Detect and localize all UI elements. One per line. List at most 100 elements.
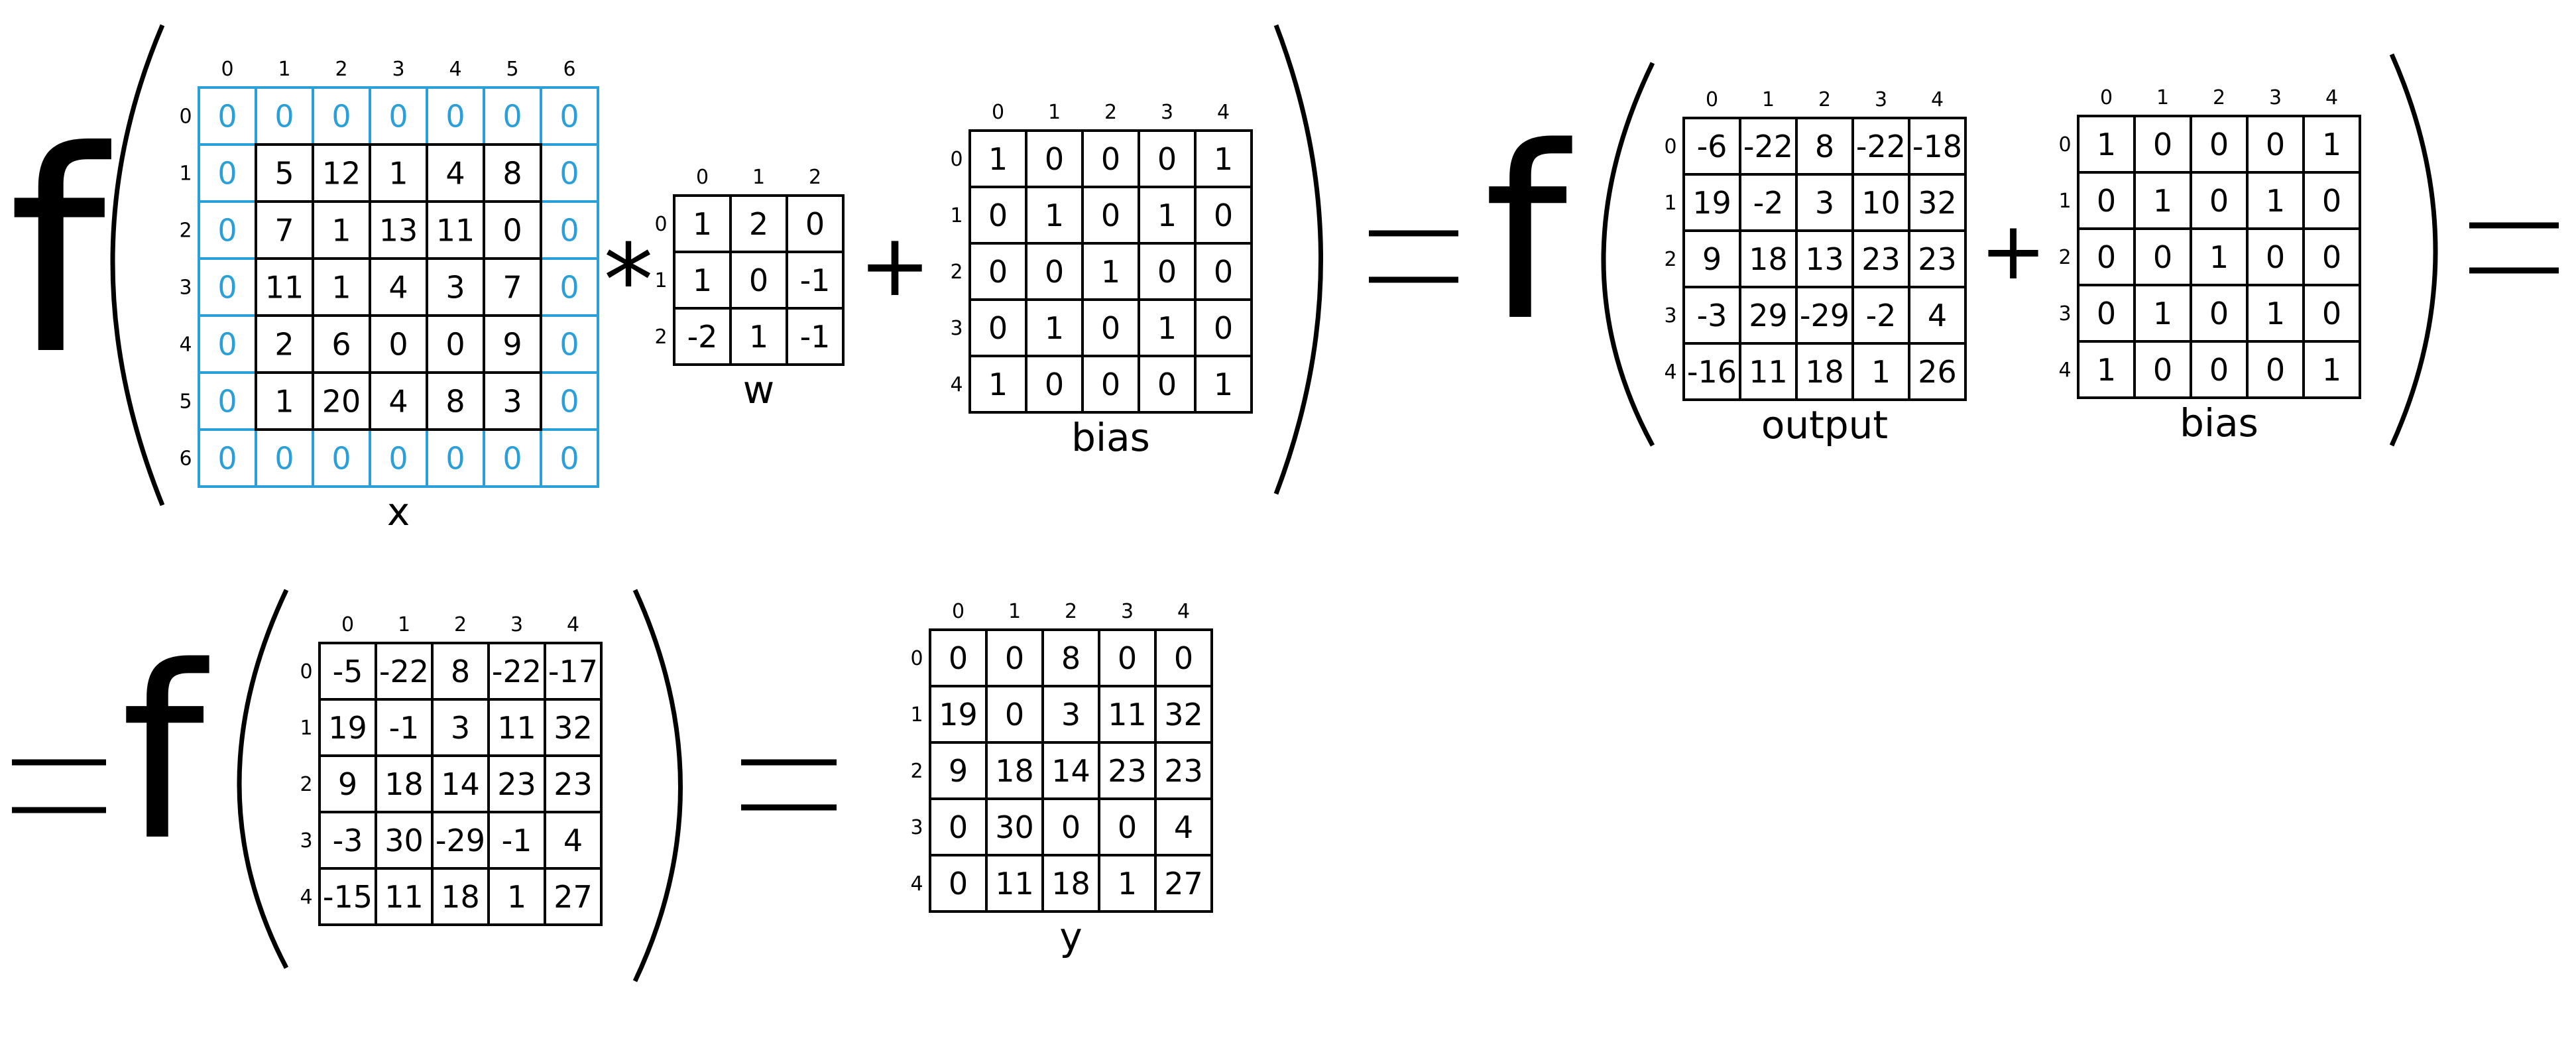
matrix-cell-value: 27 xyxy=(554,879,593,915)
matrix-cell-value: 0 xyxy=(2266,352,2285,388)
matrix-cell-value: 0 xyxy=(445,441,465,477)
matrix-cell-value: 11 xyxy=(384,879,424,915)
matrix-cell-box xyxy=(544,867,603,926)
matrix-cell-value: -1 xyxy=(800,263,831,298)
matrix-cell-value: 0 xyxy=(2209,352,2229,388)
matrix-cell-box xyxy=(1194,355,1253,414)
matrix-cell-value: 1 xyxy=(693,263,712,298)
matrix-cell-value: -15 xyxy=(323,879,373,915)
row-index-label: 3 xyxy=(950,317,963,340)
row-index-label: 2 xyxy=(654,325,667,349)
matrix-cell-value: 0 xyxy=(217,384,237,420)
matrix-cell-value: 23 xyxy=(1164,753,1203,789)
matrix-cell-value: 0 xyxy=(217,156,237,192)
column-index-label: 4 xyxy=(1217,101,1230,124)
matrix-cell-value: 1 xyxy=(988,141,1008,177)
row-index-label: 1 xyxy=(179,162,192,186)
matrix-cell-value: 11 xyxy=(995,866,1034,902)
matrix-cell-value: 0 xyxy=(1101,367,1120,402)
column-index-label: 1 xyxy=(1048,101,1061,124)
matrix-cell-value: 0 xyxy=(2097,239,2116,275)
row-index-label: 0 xyxy=(300,660,312,683)
matrix-cell-value: 1 xyxy=(388,156,408,192)
column-index-label: 1 xyxy=(398,613,410,636)
row-index-label: 4 xyxy=(179,333,192,357)
matrix-cell-value: 0 xyxy=(1118,640,1137,676)
matrix-cell-value: 0 xyxy=(217,327,237,363)
row-index-label: 1 xyxy=(654,269,667,292)
matrix-cell-value: 8 xyxy=(451,654,470,689)
matrix-cell-value: -2 xyxy=(687,319,718,355)
matrix-name-label: output xyxy=(1761,402,1888,447)
matrix-cell-value: 3 xyxy=(1815,185,1834,221)
column-index-label: 1 xyxy=(752,166,765,189)
matrix-cell-value: 0 xyxy=(2097,183,2116,219)
matrix-cell-value: 8 xyxy=(1815,129,1834,164)
row-index-label: 4 xyxy=(2058,359,2071,382)
matrix-cell-value: 0 xyxy=(2209,127,2229,162)
matrix-name-label: y xyxy=(1059,914,1082,959)
matrix-cell-value: 2 xyxy=(749,206,768,242)
matrix-cell-value: 1 xyxy=(274,384,294,420)
matrix-cell-value: 0 xyxy=(388,327,408,363)
matrix-cell-value: 1 xyxy=(331,213,351,249)
matrix-cell-value: 0 xyxy=(559,441,579,477)
matrix-cell-value: -1 xyxy=(502,823,532,858)
matrix-name-label: bias xyxy=(1071,415,1150,460)
column-index-label: 0 xyxy=(696,166,709,189)
matrix-cell-value: 30 xyxy=(384,823,424,858)
matrix-cell-value: 18 xyxy=(995,753,1034,789)
function-f-symbol: f xyxy=(1484,95,1573,373)
matrix-cell-value: 4 xyxy=(563,823,583,858)
matrix-cell-value: -5 xyxy=(333,654,363,689)
matrix-cell-value: 9 xyxy=(338,766,357,802)
matrix-cell-value: -22 xyxy=(492,654,542,689)
column-index-label: 4 xyxy=(1177,600,1190,623)
matrix-cell-value: 14 xyxy=(441,766,480,802)
column-index-label: 4 xyxy=(567,613,579,636)
column-index-label: 2 xyxy=(1818,88,1831,111)
row-index-label: 1 xyxy=(1664,192,1676,215)
matrix-cell-value: 0 xyxy=(2322,296,2341,331)
matrix-cell-value: 0 xyxy=(1214,310,1233,346)
matrix-cell-value: 32 xyxy=(1164,697,1203,733)
matrix-cell-value: 1 xyxy=(1118,866,1137,902)
matrix-cell-value: 11 xyxy=(265,270,304,306)
column-index-label: 1 xyxy=(1762,88,1775,111)
row-index-label: 3 xyxy=(1664,304,1676,327)
matrix-cell-value: 19 xyxy=(328,710,367,746)
right-paren xyxy=(1273,24,1323,495)
matrix-cell-value: -3 xyxy=(333,823,363,858)
matrix-cell-value: 1 xyxy=(1157,198,1177,233)
matrix-cell-value: 0 xyxy=(1045,367,1064,402)
row-index-label: 3 xyxy=(910,816,923,839)
matrix-cell-value: 0 xyxy=(331,99,351,135)
matrix-cell-value: 0 xyxy=(2322,183,2341,219)
matrix-cell-value: 0 xyxy=(988,254,1008,290)
matrix-cell-value: 1 xyxy=(331,270,351,306)
matrix-cell-value: 0 xyxy=(1101,198,1120,233)
matrix-cell-value: 1 xyxy=(1157,310,1177,346)
column-index-label: 3 xyxy=(392,58,404,81)
matrix-cell-value: 0 xyxy=(1214,198,1233,233)
column-index-label: 5 xyxy=(506,58,518,81)
matrix-cell-value: 4 xyxy=(388,270,408,306)
convolution-star-symbol: * xyxy=(604,223,654,339)
matrix-cell-value: 0 xyxy=(1045,254,1064,290)
matrix-cell-value: 8 xyxy=(502,156,522,192)
matrix-name-label: w xyxy=(743,367,774,412)
matrix-cell-value: -22 xyxy=(1856,129,1906,164)
matrix-cell-value: 0 xyxy=(805,206,825,242)
matrix-cell-value: 8 xyxy=(445,384,465,420)
column-index-label: 4 xyxy=(2325,86,2338,109)
matrix-cell-value: 9 xyxy=(502,327,522,363)
matrix-cell-value: -6 xyxy=(1697,129,1727,164)
row-index-label: 0 xyxy=(1664,135,1676,158)
matrix-cell-value: 0 xyxy=(445,327,465,363)
column-index-label: 1 xyxy=(1008,600,1021,623)
matrix-cell-value: 1 xyxy=(1101,254,1120,290)
matrix-cell-value: 1 xyxy=(693,206,712,242)
